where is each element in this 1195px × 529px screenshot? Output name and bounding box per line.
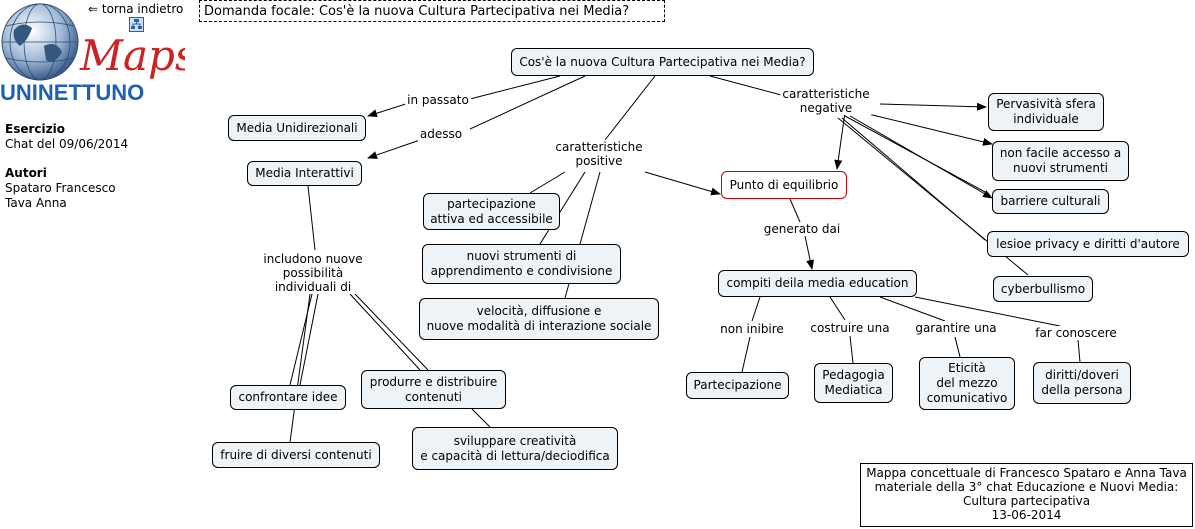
exercise-heading: Esercizio bbox=[5, 122, 65, 136]
logo-brand-text: UNINETTUNO bbox=[0, 80, 144, 105]
exercise-block: Esercizio Chat del 09/06/2014 bbox=[5, 122, 128, 152]
node-confrontare[interactable]: confrontare idee bbox=[230, 385, 346, 410]
link-costruire-una: costruire una bbox=[808, 321, 892, 335]
node-media-unidirezionali[interactable]: Media Unidirezionali bbox=[228, 115, 366, 141]
node-fruire[interactable]: fruire di diversi contenuti bbox=[212, 442, 380, 468]
link-caratteristiche-negative: caratteristiche negative bbox=[780, 87, 872, 115]
node-sviluppare[interactable]: sviluppare creatività e capacità di lett… bbox=[412, 427, 618, 470]
node-velocita[interactable]: velocità, diffusione e nuove modalità di… bbox=[419, 298, 659, 340]
node-diritti-doveri[interactable]: diritti/doveri della persona bbox=[1033, 362, 1131, 404]
node-barriere[interactable]: barriere culturali bbox=[992, 189, 1109, 214]
author-2: Tava Anna bbox=[5, 196, 67, 210]
node-produrre[interactable]: produrre e distribuire contenuti bbox=[361, 370, 506, 409]
link-caratteristiche-positive: caratteristiche positive bbox=[553, 140, 645, 168]
author-1: Spataro Francesco bbox=[5, 181, 116, 195]
authors-block: Autori Spataro Francesco Tava Anna bbox=[5, 166, 116, 211]
credits-box: Mappa concettuale di Francesco Spataro e… bbox=[860, 463, 1193, 527]
cmap-tools-icon[interactable] bbox=[129, 17, 144, 32]
node-pervasivita[interactable]: Pervasività sfera individuale bbox=[988, 93, 1104, 131]
node-privacy[interactable]: lesioe privacy e diritti d'autore bbox=[987, 231, 1189, 257]
focal-question: Domanda focale: Cos'è la nuova Cultura P… bbox=[199, 0, 665, 22]
node-non-facile[interactable]: non facile accesso a nuovi strumenti bbox=[992, 141, 1129, 181]
node-root[interactable]: Cos'è la nuova Cultura Partecipativa nei… bbox=[511, 48, 814, 76]
node-media-interattivi[interactable]: Media Interattivi bbox=[247, 161, 362, 186]
link-includono: includono nuove possibilità individuali … bbox=[261, 252, 365, 294]
node-eticita[interactable]: Eticità del mezzo comunicativo bbox=[919, 357, 1015, 410]
authors-heading: Autori bbox=[5, 166, 47, 180]
logo-maps-text: Maps bbox=[79, 31, 185, 80]
node-cyberbullismo[interactable]: cyberbullismo bbox=[993, 276, 1093, 302]
link-non-inibire: non inibire bbox=[718, 322, 786, 336]
node-compiti[interactable]: compiti deila media education bbox=[718, 270, 917, 297]
link-generato-dai: generato dai bbox=[761, 222, 843, 236]
exercise-value: Chat del 09/06/2014 bbox=[5, 137, 129, 151]
node-partecipazione-attiva[interactable]: partecipazione attiva ed accessibile bbox=[423, 193, 560, 230]
uninettuno-maps-logo: Maps UNINETTUNO bbox=[0, 3, 185, 105]
node-punto-equilibrio[interactable]: Punto di equilibrio bbox=[721, 171, 847, 199]
link-adesso: adesso bbox=[417, 127, 465, 141]
node-nuovi-strumenti[interactable]: nuovi strumenti di apprendimento e condi… bbox=[422, 244, 621, 284]
node-pedagogia[interactable]: Pedagogia Mediatica bbox=[814, 363, 893, 403]
link-in-passato: in passato bbox=[405, 93, 471, 107]
link-garantire-una: garantire una bbox=[913, 321, 999, 335]
node-partecipazione[interactable]: Partecipazione bbox=[686, 372, 789, 399]
link-far-conoscere: far conoscere bbox=[1033, 326, 1119, 340]
back-link[interactable]: ⇐ torna indietro bbox=[88, 2, 184, 16]
